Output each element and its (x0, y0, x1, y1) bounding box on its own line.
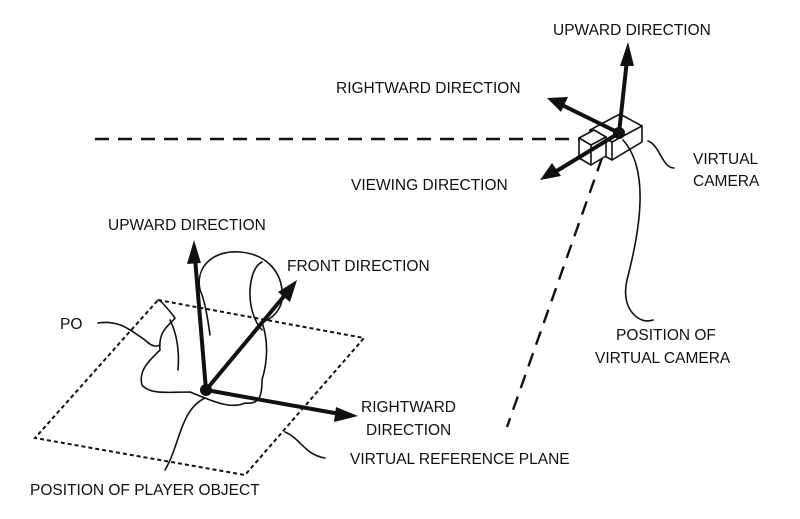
label-camera-position-1: POSITION OF (616, 327, 716, 344)
player-object-outline (140, 251, 284, 407)
virtual-reference-plane (33, 298, 366, 477)
label-camera-upward: UPWARD DIRECTION (553, 22, 711, 39)
label-player-rightward-1: RIGHTWARD (361, 399, 456, 416)
player-position-dot (200, 384, 212, 396)
player-upward-arrow (187, 240, 208, 392)
player-front-arrow (204, 280, 297, 392)
camera-rightward-arrow (547, 97, 621, 135)
label-player-position: POSITION OF PLAYER OBJECT (30, 482, 260, 499)
camera-upward-arrow (617, 42, 634, 135)
camera-viewing-arrow (540, 131, 621, 180)
label-camera-viewing: VIEWING DIRECTION (351, 177, 508, 194)
reference-plane-leader (284, 431, 326, 459)
label-po: PO (60, 316, 82, 333)
label-virtual-camera-1: VIRTUAL (693, 151, 759, 168)
camera-position-leader (622, 139, 654, 322)
po-leader (97, 321, 161, 347)
label-virtual-camera-2: CAMERA (693, 173, 760, 190)
label-player-front: FRONT DIRECTION (287, 258, 430, 275)
player-position-leader (164, 397, 206, 471)
label-camera-position-2: VIRTUAL CAMERA (595, 350, 731, 367)
camera-position-dot (613, 127, 625, 139)
label-player-rightward-2: DIRECTION (366, 422, 451, 439)
label-camera-rightward: RIGHTWARD DIRECTION (336, 80, 521, 97)
label-reference-plane: VIRTUAL REFERENCE PLANE (350, 451, 570, 468)
player-rightward-arrow (204, 388, 358, 422)
virtual-camera-leader (647, 140, 675, 169)
label-player-upward: UPWARD DIRECTION (108, 217, 266, 234)
camera-ground-dashed-line (505, 157, 604, 428)
